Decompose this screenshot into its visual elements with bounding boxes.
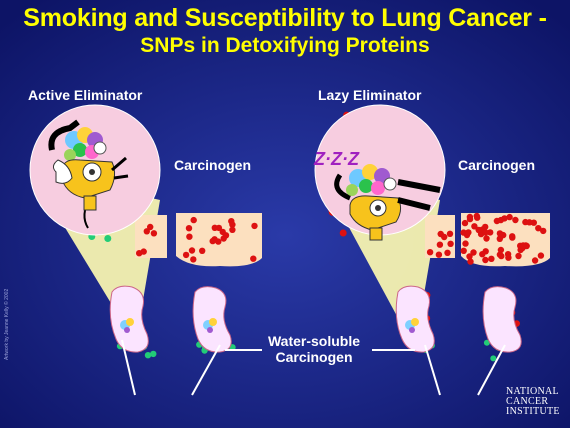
lazy-eliminator-label: Lazy Eliminator bbox=[318, 87, 422, 103]
carcinogen-dot bbox=[211, 224, 218, 231]
carcinogen-dot bbox=[487, 229, 494, 236]
nci-logo: NATIONAL CANCER INSTITUTE bbox=[506, 387, 568, 417]
carcinogen-dot bbox=[540, 227, 547, 235]
carcinogen-dot bbox=[512, 216, 519, 224]
carcinogen-dot bbox=[190, 216, 197, 224]
enzyme-mini-left-2 bbox=[203, 318, 217, 333]
carcinogen-dot bbox=[537, 252, 545, 259]
carcinogen-dot bbox=[482, 229, 489, 236]
sleep-zzz-text: Z·Z·Z bbox=[313, 149, 360, 169]
pointer-line-right-2 bbox=[477, 344, 506, 396]
carcinogen-dot bbox=[190, 256, 197, 263]
carcinogen-dot bbox=[460, 247, 467, 254]
carcinogen-dot bbox=[150, 230, 158, 237]
detox-enzyme-lazy bbox=[334, 164, 441, 241]
carcinogen-dot bbox=[441, 233, 448, 241]
carcinogen-dot bbox=[520, 242, 527, 249]
water-soluble-line1: Water-soluble bbox=[267, 333, 361, 349]
water-soluble-carcinogen-label: Water-soluble Carcinogen bbox=[254, 333, 374, 365]
carcinogen-dot bbox=[515, 252, 522, 260]
carcinogen-dot bbox=[497, 246, 505, 254]
enzyme-mini-right-1 bbox=[405, 318, 419, 333]
tissue-block-left-small bbox=[135, 215, 167, 258]
carcinogen-dot bbox=[339, 229, 347, 237]
carcinogen-dot bbox=[531, 257, 539, 264]
carcinogen-dot bbox=[444, 249, 451, 256]
pointer-line-left-1 bbox=[121, 339, 136, 396]
nci-logo-line1: NATIONAL bbox=[506, 386, 559, 397]
water-soluble-dot bbox=[150, 350, 157, 358]
water-soluble-dot bbox=[104, 235, 112, 242]
carcinogen-dot bbox=[461, 219, 469, 227]
carcinogen-dot bbox=[188, 247, 196, 254]
pointer-line-right-1 bbox=[424, 344, 441, 396]
carcinogen-dot bbox=[467, 258, 474, 265]
carcinogen-dot bbox=[482, 256, 489, 264]
carcinogen-dot bbox=[219, 228, 226, 236]
carcinogen-dot bbox=[436, 241, 444, 248]
water-soluble-dot bbox=[490, 355, 497, 362]
pointer-line-left-2 bbox=[191, 344, 221, 396]
carcinogen-label-left: Carcinogen bbox=[174, 157, 252, 173]
carcinogen-dot bbox=[199, 247, 206, 254]
carcinogen-dot bbox=[483, 235, 490, 242]
carcinogen-dot bbox=[140, 248, 147, 255]
carcinogen-dot bbox=[475, 226, 482, 234]
nci-logo-line3: INSTITUTE bbox=[506, 406, 560, 417]
carcinogen-dot bbox=[446, 230, 454, 237]
cell-right-2 bbox=[482, 286, 522, 353]
enzyme-mini-left-1 bbox=[120, 318, 134, 333]
carcinogen-dot bbox=[447, 240, 454, 247]
carcinogen-dot bbox=[251, 222, 258, 230]
carcinogen-dot bbox=[465, 229, 472, 236]
carcinogen-dot bbox=[526, 219, 533, 226]
carcinogen-dot bbox=[471, 223, 478, 230]
carcinogen-dot bbox=[473, 212, 480, 220]
water-soluble-dot bbox=[144, 352, 152, 359]
carcinogen-dot bbox=[229, 221, 236, 228]
carcinogen-dot bbox=[182, 251, 190, 259]
carcinogen-dot bbox=[220, 235, 227, 242]
carcinogen-dot bbox=[488, 255, 495, 262]
carcinogen-dot bbox=[506, 213, 513, 221]
carcinogen-dot bbox=[479, 251, 486, 258]
carcinogen-dot bbox=[496, 230, 504, 237]
water-soluble-line2: Carcinogen bbox=[275, 349, 353, 365]
active-eliminator-label: Active Eliminator bbox=[28, 87, 143, 103]
nci-logo-line2: CANCER bbox=[506, 396, 549, 407]
carcinogen-dot bbox=[470, 249, 477, 256]
carcinogen-dot bbox=[435, 251, 443, 258]
carcinogen-dot bbox=[466, 253, 473, 260]
carcinogen-dot bbox=[250, 255, 257, 262]
detox-enzyme-active bbox=[48, 119, 129, 229]
carcinogen-dot bbox=[498, 252, 505, 260]
water-soluble-dot bbox=[483, 339, 490, 346]
carcinogen-dot bbox=[426, 249, 434, 256]
carcinogen-dot bbox=[229, 226, 236, 233]
carcinogen-dot bbox=[147, 223, 154, 231]
slide-subtitle: SNPs in Detoxifying Proteins bbox=[140, 34, 430, 57]
carcinogen-dot bbox=[535, 225, 542, 232]
carcinogen-dot bbox=[466, 215, 474, 223]
carcinogen-dot bbox=[501, 215, 508, 222]
carcinogen-dot bbox=[460, 229, 467, 236]
slide-title: Smoking and Susceptibility to Lung Cance… bbox=[23, 4, 547, 32]
carcinogen-label-right: Carcinogen bbox=[458, 157, 536, 173]
carcinogen-dot bbox=[509, 234, 516, 241]
carcinogen-dot bbox=[186, 233, 193, 240]
carcinogen-dot bbox=[185, 225, 193, 232]
carcinogen-dot bbox=[143, 228, 150, 235]
carcinogen-dot bbox=[462, 240, 469, 247]
artwork-credit: Artwork by Jeanne Kelly © 2002 bbox=[4, 288, 10, 360]
carcinogen-dot bbox=[505, 254, 512, 261]
carcinogen-dot bbox=[209, 237, 216, 245]
carcinogen-dot bbox=[493, 217, 501, 225]
